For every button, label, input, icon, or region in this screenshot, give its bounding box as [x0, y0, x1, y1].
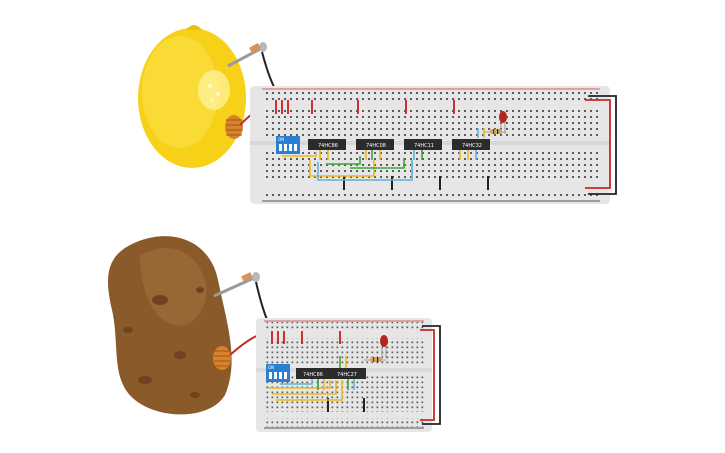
potato-chip-2[interactable]: 74HC27 — [330, 368, 366, 379]
lemon-chip-2[interactable]: 74HC08 — [356, 139, 394, 150]
zinc-nail-electrode[interactable] — [213, 272, 260, 298]
lemon-circuit: ON 74HC86 74HC08 74HC11 74HC32 — [138, 25, 617, 204]
potato-led[interactable] — [380, 335, 388, 358]
lemon-power-jumpers — [275, 100, 489, 190]
chip-label: 74HC27 — [337, 372, 357, 378]
dip-switch-label: ON — [268, 365, 274, 370]
potato-right-black-rail-wire[interactable] — [422, 325, 441, 425]
copper-coil-electrode[interactable] — [213, 346, 231, 370]
chip-label: 74HC86 — [318, 143, 338, 149]
potato-black-wire[interactable] — [255, 281, 269, 323]
potato-resistor[interactable] — [364, 357, 386, 362]
lemon-chip-3[interactable]: 74HC11 — [404, 139, 442, 150]
potato-battery[interactable] — [107, 236, 232, 415]
potato-chip-1[interactable]: 74HC86 — [296, 368, 332, 379]
lemon-right-black-rail-wire[interactable] — [588, 95, 617, 195]
lemon-chip-4[interactable]: 74HC32 — [452, 139, 490, 150]
chip-label: 74HC08 — [366, 143, 386, 149]
potato-right-red-rail-wire[interactable] — [420, 329, 435, 421]
potato-circuit: ON 74HC86 74HC27 — [107, 236, 441, 432]
zinc-nail-electrode[interactable] — [227, 42, 267, 68]
lemon-right-red-rail-wire[interactable] — [585, 99, 611, 189]
potato-signal-wires — [268, 356, 355, 401]
chip-label: 74HC11 — [414, 143, 434, 149]
chip-label: 74HC86 — [303, 372, 323, 378]
lemon-chip-1[interactable]: 74HC86 — [308, 139, 346, 150]
potato-dip-switch[interactable]: ON — [266, 364, 290, 382]
lemon-dip-switch[interactable]: ON — [276, 136, 300, 154]
lemon-battery[interactable] — [138, 25, 246, 168]
copper-coil-electrode[interactable] — [225, 115, 243, 139]
lemon-signal-wires — [282, 128, 485, 181]
chip-label: 74HC32 — [462, 143, 482, 149]
lemon-resistor[interactable] — [484, 129, 506, 134]
dip-switch-label: ON — [278, 137, 284, 142]
